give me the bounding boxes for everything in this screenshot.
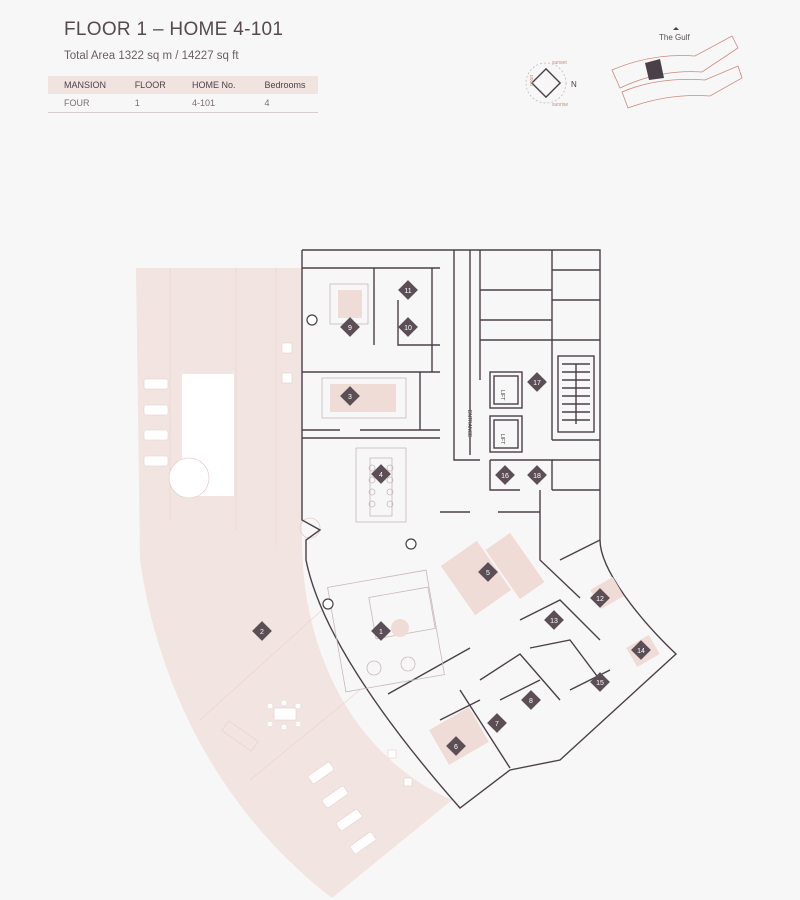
room-marker-label: 10 [404, 325, 412, 332]
room-marker-1: 1 [371, 621, 391, 641]
lift-label-2: LIFT [499, 434, 505, 444]
building-walls [301, 249, 678, 809]
room-marker-label: 1 [379, 629, 383, 636]
room-marker-13: 13 [544, 610, 564, 630]
col-home-no: HOME No. [175, 76, 249, 94]
room-marker-label: 4 [379, 472, 383, 479]
room-marker-3: 3 [340, 386, 360, 406]
entrance-label: ENTRANCE [466, 410, 472, 438]
room-marker-label: 7 [495, 721, 499, 728]
room-marker-label: 2 [260, 629, 264, 636]
keyplan-label: The Gulf [659, 33, 690, 42]
columns [306, 314, 417, 610]
compass: N sunset sunrise noon [525, 60, 577, 108]
table-header-row: MANSION FLOOR HOME No. Bedrooms [48, 76, 318, 94]
room-marker-18: 18 [527, 465, 547, 485]
compass-north: N [571, 80, 577, 89]
col-bedrooms: Bedrooms [248, 76, 318, 94]
room-marker-label: 15 [596, 680, 604, 687]
page-title: FLOOR 1 – HOME 4-101 [64, 19, 284, 40]
room-marker-label: 6 [454, 744, 458, 751]
room-marker-14: 14 [631, 640, 651, 660]
compass-noon: noon [529, 75, 535, 86]
total-area: Total Area 1322 sq m / 14227 sq ft [64, 50, 239, 62]
room-marker-8: 8 [521, 690, 541, 710]
room-marker-label: 5 [486, 570, 490, 577]
cell-bedrooms: 4 [248, 94, 318, 113]
keyplan: The Gulf [611, 27, 743, 109]
furniture [321, 283, 660, 765]
lift-label-1: LIFT [499, 390, 505, 400]
room-marker-12: 12 [590, 588, 610, 608]
room-marker-6: 6 [446, 736, 466, 756]
col-floor: FLOOR [118, 76, 176, 94]
compass-sunrise: sunrise [552, 102, 568, 108]
room-marker-5: 5 [478, 562, 498, 582]
cell-mansion: FOUR [48, 94, 119, 113]
room-marker-11: 11 [398, 280, 418, 300]
room-marker-2: 2 [252, 621, 272, 641]
cell-floor: 1 [118, 94, 176, 113]
room-marker-label: 11 [404, 288, 411, 295]
cell-home-no: 4-101 [175, 94, 249, 113]
room-marker-label: 8 [529, 698, 533, 705]
table-row: FOUR 1 4-101 4 [48, 94, 318, 113]
terrace [136, 268, 452, 898]
room-marker-15: 15 [590, 672, 610, 692]
room-marker-4: 4 [371, 464, 391, 484]
gulf-arrow-icon [673, 27, 679, 30]
room-marker-label: 16 [501, 473, 509, 480]
room-marker-10: 10 [398, 317, 418, 337]
room-marker-9: 9 [340, 317, 360, 337]
room-marker-label: 17 [533, 380, 541, 387]
room-marker-label: 13 [550, 618, 558, 625]
room-marker-label: 9 [348, 325, 352, 332]
col-mansion: MANSION [48, 76, 119, 94]
room-marker-label: 14 [637, 648, 645, 655]
room-marker-17: 17 [527, 372, 547, 392]
home-info-table: MANSION FLOOR HOME No. Bedrooms FOUR 1 4… [48, 76, 318, 113]
compass-sunset: sunset [552, 60, 567, 66]
room-marker-16: 16 [495, 465, 515, 485]
room-marker-7: 7 [487, 713, 507, 733]
room-marker-label: 3 [348, 394, 352, 401]
room-marker-label: 18 [533, 473, 541, 480]
room-marker-label: 12 [596, 596, 604, 603]
